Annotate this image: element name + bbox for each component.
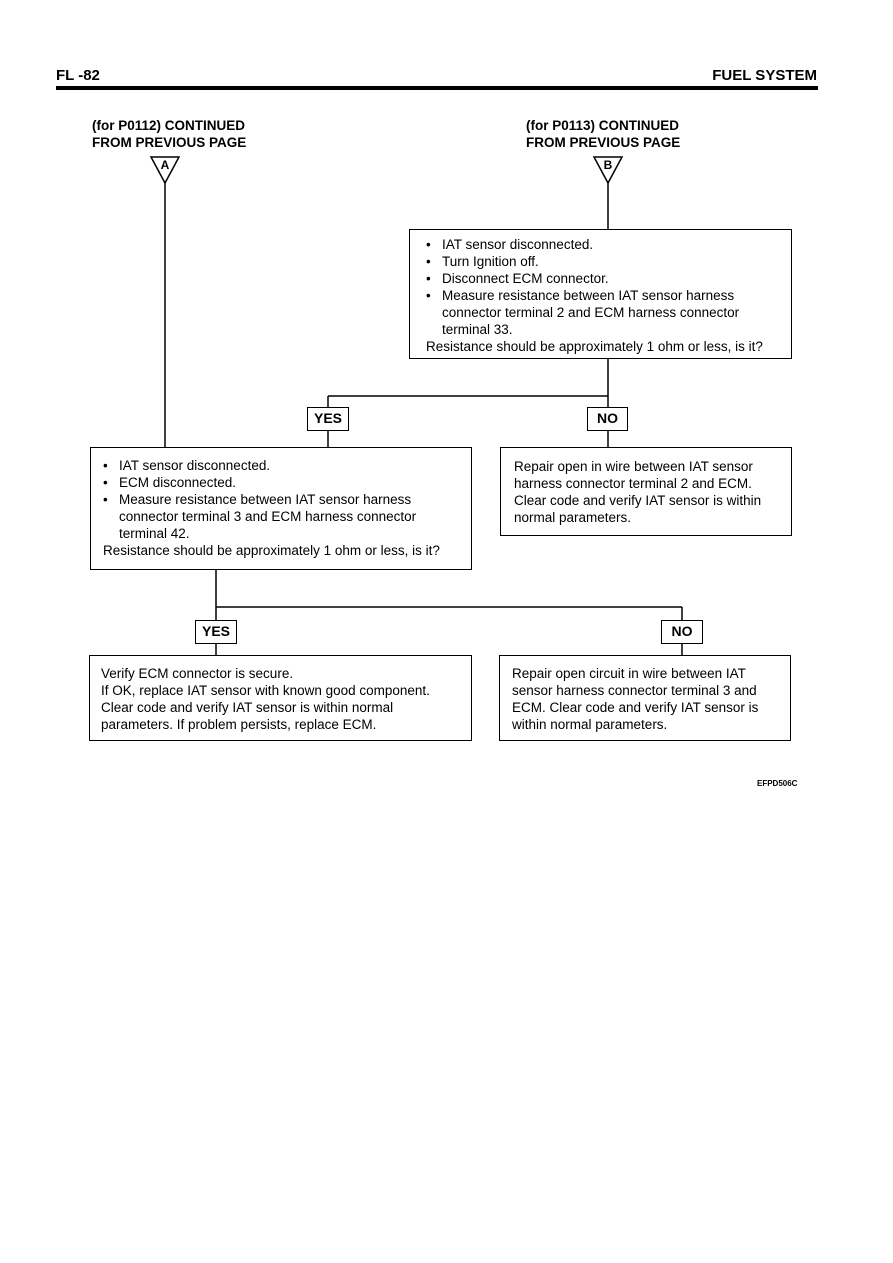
step-a1-question: Resistance should be approximately 1 ohm… bbox=[103, 543, 440, 558]
step-b1-bullet: IAT sensor disconnected. bbox=[426, 236, 783, 253]
result-a1-no-text: Repair open circuit in wire between IAT … bbox=[512, 666, 759, 732]
connector-b-label-line2: FROM PREVIOUS PAGE bbox=[526, 135, 681, 150]
page-number: FL -82 bbox=[56, 67, 100, 84]
section-title: FUEL SYSTEM bbox=[712, 67, 817, 84]
result-b1-no-text: Repair open in wire between IAT sensor h… bbox=[514, 459, 762, 525]
connector-a-label-line2: FROM PREVIOUS PAGE bbox=[92, 135, 247, 150]
result-a1-no-box: Repair open circuit in wire between IAT … bbox=[499, 655, 791, 741]
step-b1-bullets: IAT sensor disconnected. Turn Ignition o… bbox=[426, 236, 783, 338]
step-a1-bullets: IAT sensor disconnected. ECM disconnecte… bbox=[103, 457, 463, 542]
step-b1-question: Resistance should be approximately 1 ohm… bbox=[426, 339, 763, 354]
result-a1-yes-box: Verify ECM connector is secure. If OK, r… bbox=[89, 655, 472, 741]
connector-b-triangle bbox=[592, 156, 624, 185]
step-a1-box: IAT sensor disconnected. ECM disconnecte… bbox=[90, 447, 472, 570]
header-rule bbox=[56, 86, 818, 90]
step-b1-yes-tag: YES bbox=[307, 407, 349, 431]
step-b1-bullet: Measure resistance between IAT sensor ha… bbox=[426, 287, 783, 338]
result-a1-yes-line2: If OK, replace IAT sensor with known goo… bbox=[101, 683, 430, 732]
result-b1-no-box: Repair open in wire between IAT sensor h… bbox=[500, 447, 792, 536]
connector-b-letter: B bbox=[603, 158, 613, 172]
step-a1-bullet: ECM disconnected. bbox=[103, 474, 463, 491]
connector-a-letter: A bbox=[160, 158, 170, 172]
connector-a-label-line1: (for P0112) CONTINUED bbox=[92, 118, 246, 133]
step-a1-bullet: IAT sensor disconnected. bbox=[103, 457, 463, 474]
step-a1-no-tag: NO bbox=[661, 620, 703, 644]
result-a1-yes-line1: Verify ECM connector is secure. bbox=[101, 666, 294, 681]
connector-a-triangle bbox=[149, 156, 181, 185]
step-b1-box: IAT sensor disconnected. Turn Ignition o… bbox=[409, 229, 792, 359]
step-b1-no-tag: NO bbox=[587, 407, 628, 431]
step-b1-bullet: Turn Ignition off. bbox=[426, 253, 783, 270]
connector-b-label-line1: (for P0113) CONTINUED bbox=[526, 118, 680, 133]
connector-a-label: (for P0112) CONTINUED FROM PREVIOUS PAGE bbox=[92, 117, 246, 151]
step-a1-bullet: Measure resistance between IAT sensor ha… bbox=[103, 491, 463, 542]
step-a1-yes-tag: YES bbox=[195, 620, 237, 644]
figure-code: EFPD506C bbox=[757, 779, 798, 788]
connector-b-label: (for P0113) CONTINUED FROM PREVIOUS PAGE bbox=[526, 117, 680, 151]
step-b1-bullet: Disconnect ECM connector. bbox=[426, 270, 783, 287]
